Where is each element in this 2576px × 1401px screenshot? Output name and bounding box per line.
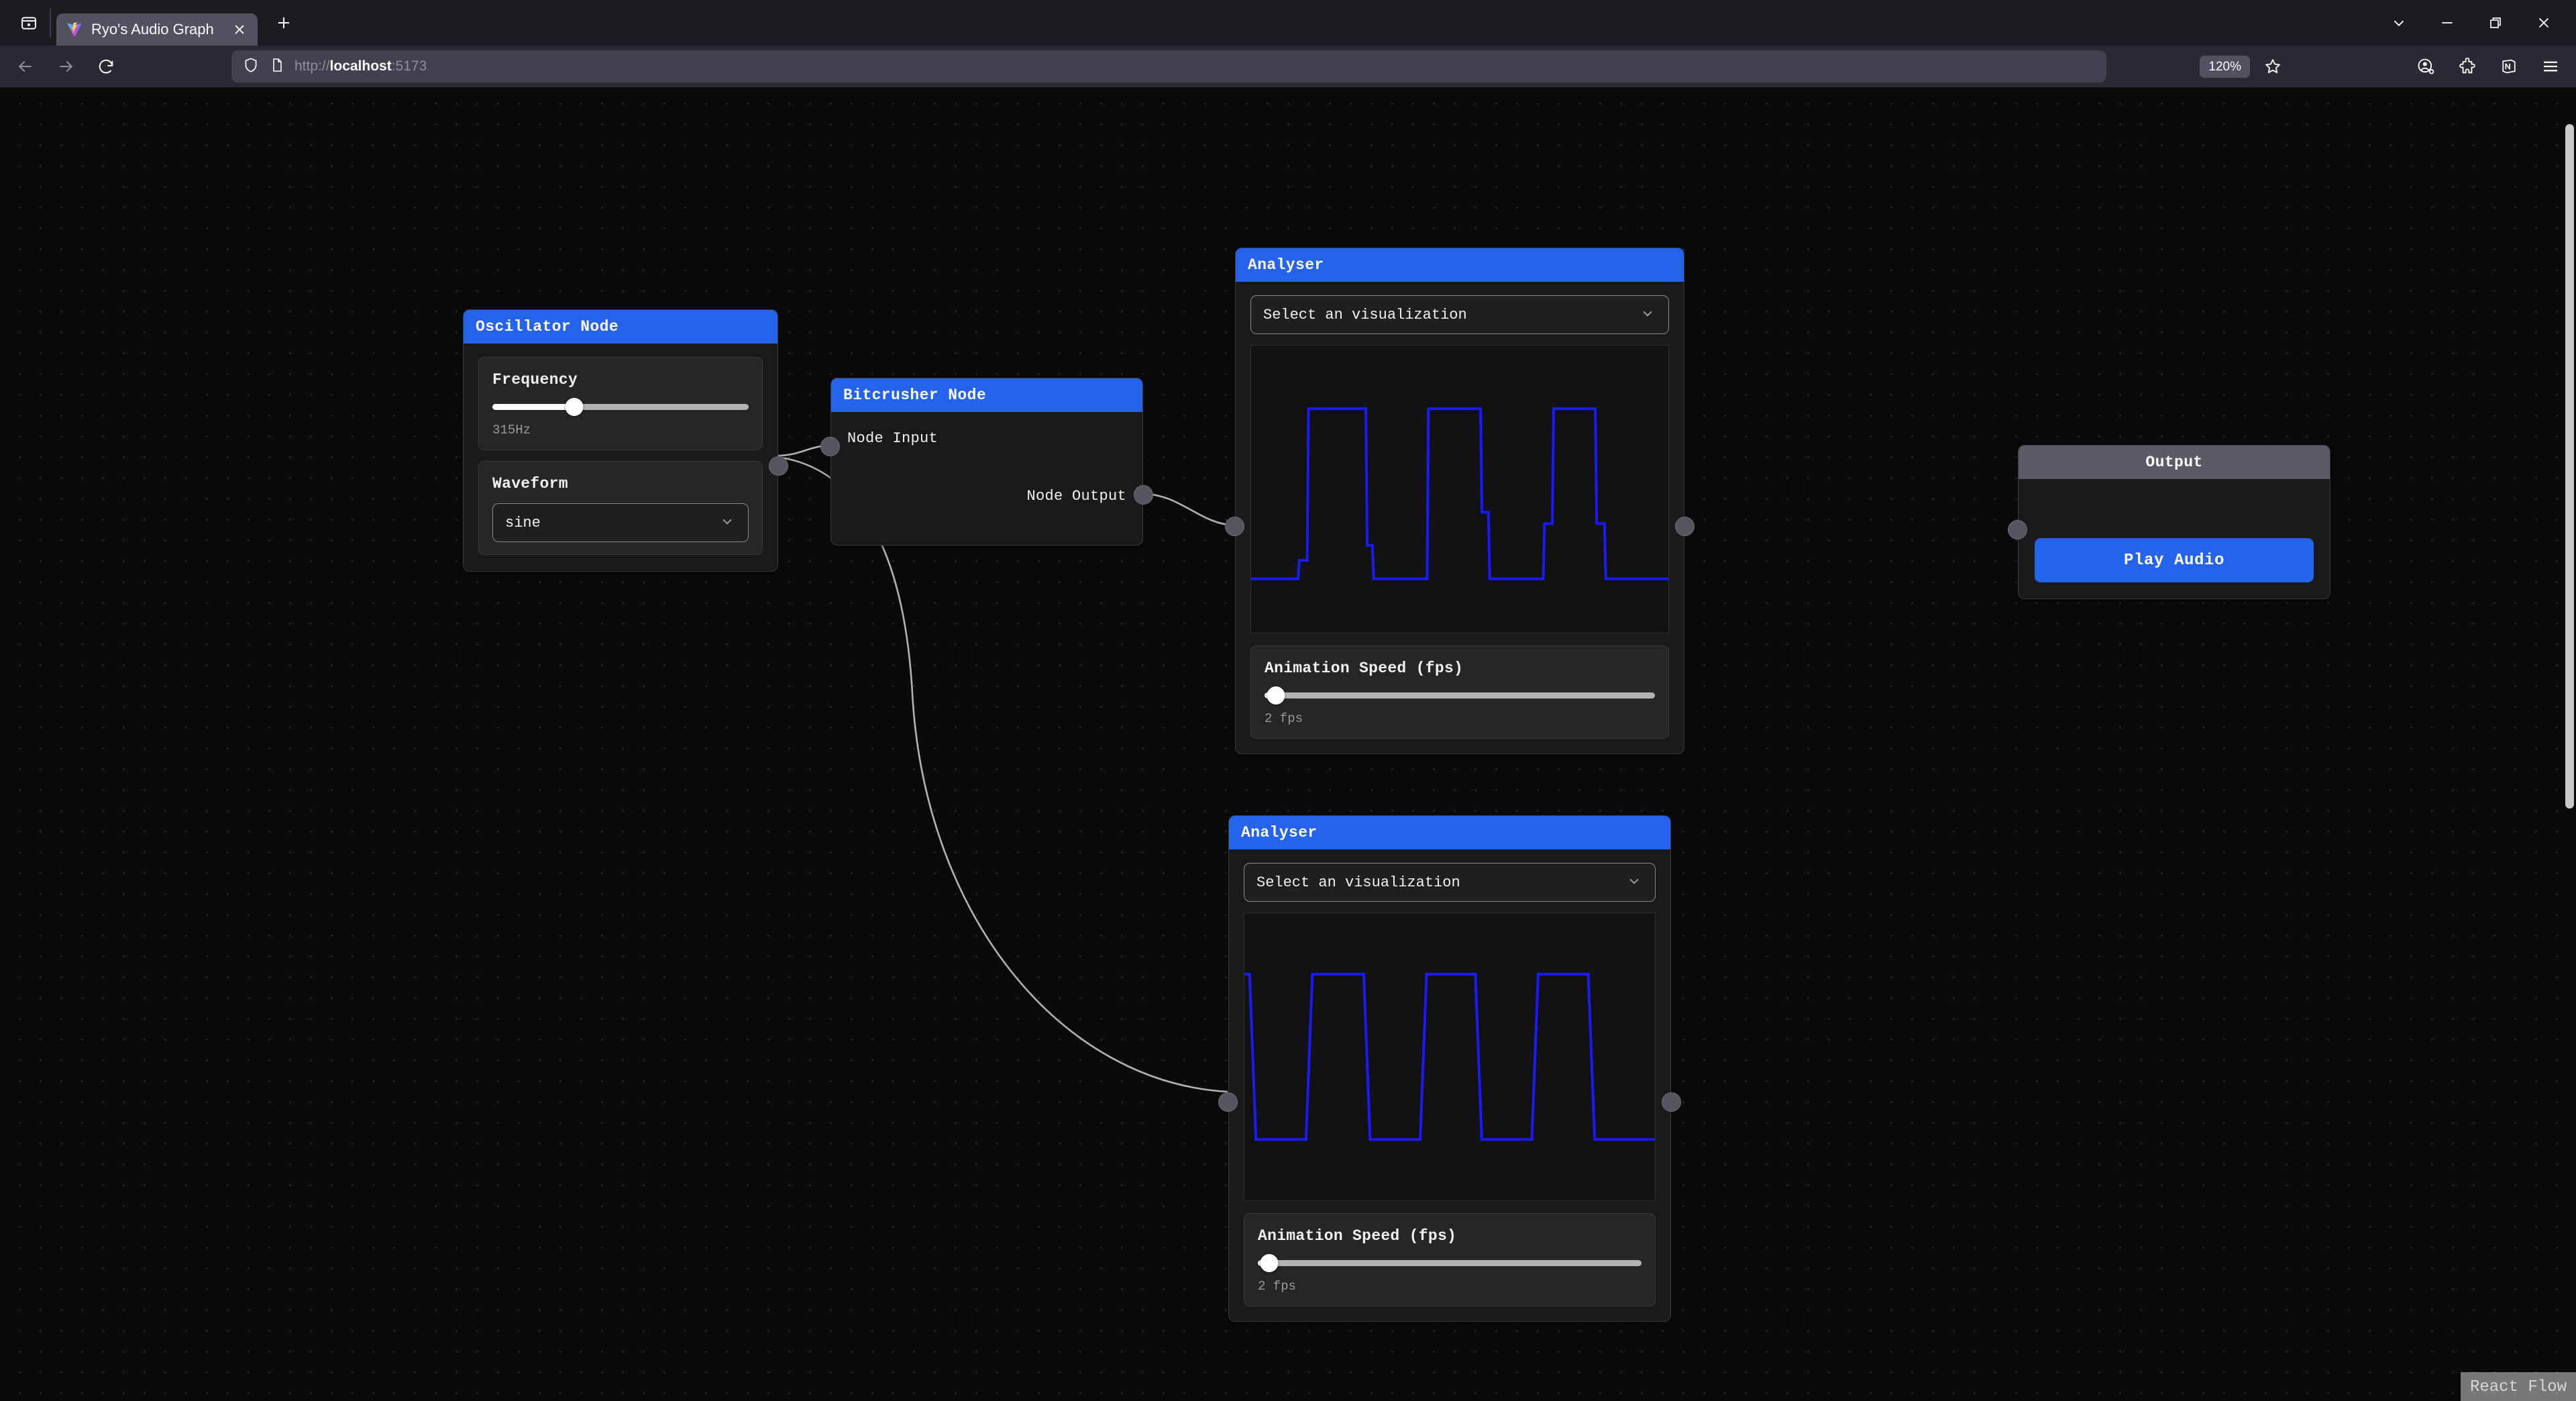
- page-scrollbar[interactable]: [2565, 124, 2574, 809]
- waveform-value: sine: [505, 514, 541, 531]
- window-close-icon[interactable]: [2521, 0, 2567, 46]
- analyser-2-output-handle[interactable]: [1662, 1092, 1681, 1112]
- analyser-1-title: Analyser: [1236, 248, 1684, 282]
- analyser-2-body: Select an visualization Animation Speed …: [1229, 849, 1670, 1321]
- visualization-placeholder-1: Select an visualization: [1263, 306, 1467, 323]
- animation-speed-param-2: Animation Speed (fps) 2 fps: [1244, 1213, 1656, 1306]
- animation-speed-label-2: Animation Speed (fps): [1258, 1227, 1457, 1245]
- forward-arrow-icon[interactable]: [47, 48, 85, 85]
- oscillator-node-title: Oscillator Node: [464, 310, 777, 344]
- minimize-icon[interactable]: [2424, 0, 2470, 46]
- bitcrusher-input-row: Node Input: [847, 427, 1126, 450]
- bitcrusher-node-body: Node Input Node Output: [831, 412, 1142, 522]
- star-icon[interactable]: [2254, 48, 2292, 85]
- shield-icon[interactable]: [242, 56, 260, 77]
- tab-divider: [50, 8, 51, 38]
- bitcrusher-node-title: Bitcrusher Node: [831, 378, 1142, 412]
- visualization-placeholder-2: Select an visualization: [1256, 874, 1460, 891]
- analyser-2-input-handle[interactable]: [1218, 1092, 1238, 1112]
- notion-extension-icon[interactable]: [2490, 48, 2528, 85]
- visualization-select-2[interactable]: Select an visualization: [1244, 863, 1656, 902]
- output-node[interactable]: Output Play Audio: [2008, 445, 2330, 599]
- chrome-divider: [0, 87, 2576, 89]
- bitcrusher-output-handle[interactable]: [1134, 485, 1153, 505]
- animation-speed-slider-1[interactable]: [1265, 686, 1655, 705]
- slider-track: [1265, 692, 1655, 698]
- slider-thumb[interactable]: [1260, 1253, 1279, 1272]
- vite-lightning-icon: [66, 21, 83, 38]
- account-icon[interactable]: [2407, 48, 2445, 85]
- waveform-param: Waveform sine: [478, 461, 763, 555]
- analyser-1-oscilloscope: [1250, 345, 1669, 633]
- chevron-down-icon[interactable]: [2376, 0, 2422, 46]
- bitcrusher-output-row: Node Output: [847, 484, 1126, 507]
- animation-speed-param-1: Animation Speed (fps) 2 fps: [1250, 645, 1669, 739]
- analyser-2-title: Analyser: [1229, 816, 1670, 849]
- animation-speed-label-1: Animation Speed (fps): [1265, 660, 1464, 677]
- output-input-handle[interactable]: [2008, 520, 2027, 539]
- firefox-view-icon[interactable]: [9, 3, 48, 42]
- animation-speed-value-2: 2 fps: [1258, 1279, 1297, 1294]
- hamburger-menu-icon[interactable]: [2532, 48, 2569, 85]
- frequency-label: Frequency: [492, 371, 578, 388]
- toolbar-right: 120%: [2200, 48, 2569, 85]
- react-flow-attribution[interactable]: React Flow: [2460, 1372, 2576, 1401]
- address-bar[interactable]: http://localhost:5173: [231, 50, 2106, 83]
- bitcrusher-input-handle[interactable]: [820, 437, 840, 456]
- frequency-value: 315Hz: [492, 423, 531, 437]
- reload-icon[interactable]: [87, 48, 125, 85]
- analyser-node-1[interactable]: Analyser Select an visualization Animati…: [1225, 248, 1695, 754]
- waveform-select[interactable]: sine: [492, 503, 749, 542]
- close-icon[interactable]: [231, 21, 248, 38]
- page-icon[interactable]: [269, 57, 285, 76]
- oscillator-output-handle[interactable]: [769, 456, 788, 476]
- frequency-param: Frequency 315Hz: [478, 357, 763, 450]
- slider-track: [492, 403, 749, 410]
- restore-icon[interactable]: [2473, 0, 2518, 46]
- back-arrow-icon[interactable]: [7, 48, 44, 85]
- slider-track: [1258, 1259, 1642, 1266]
- react-flow-canvas[interactable]: Oscillator Node Frequency 315Hz Waveform…: [0, 89, 2576, 1401]
- tab-title: Ryo's Audio Graph: [91, 21, 214, 38]
- animation-speed-slider-2[interactable]: [1258, 1253, 1642, 1272]
- animation-speed-value-1: 2 fps: [1265, 711, 1303, 726]
- slider-fill: [492, 403, 575, 410]
- oscillator-node[interactable]: Oscillator Node Frequency 315Hz Waveform…: [463, 309, 788, 572]
- output-node-title: Output: [2019, 446, 2330, 479]
- zoom-level-badge[interactable]: 120%: [2200, 55, 2250, 78]
- analyser-1-body: Select an visualization Animation Speed …: [1236, 282, 1684, 754]
- window-controls: [2376, 0, 2567, 46]
- analyser-2-oscilloscope: [1244, 913, 1656, 1201]
- browser-chrome: Ryo's Audio Graph: [0, 0, 2576, 89]
- play-audio-button[interactable]: Play Audio: [2035, 538, 2314, 582]
- new-tab-button[interactable]: [267, 6, 301, 40]
- node-output-label: Node Output: [1026, 487, 1126, 505]
- tab-strip: Ryo's Audio Graph: [0, 0, 2576, 46]
- extension-puzzle-icon[interactable]: [2449, 48, 2486, 85]
- node-input-label: Node Input: [847, 429, 938, 447]
- navigation-toolbar: http://localhost:5173 120%: [0, 46, 2576, 87]
- frequency-slider[interactable]: [492, 397, 749, 416]
- bitcrusher-node[interactable]: Bitcrusher Node Node Input Node Output: [820, 378, 1153, 546]
- slider-thumb[interactable]: [1267, 686, 1285, 705]
- output-node-body: Play Audio: [2019, 479, 2330, 599]
- chevron-down-icon: [1625, 872, 1643, 893]
- analyser-node-2[interactable]: Analyser Select an visualization Animati…: [1218, 815, 1681, 1322]
- chevron-down-icon: [1639, 305, 1656, 325]
- url-text: http://localhost:5173: [294, 58, 427, 74]
- chevron-down-icon: [718, 513, 736, 533]
- waveform-label: Waveform: [492, 475, 568, 492]
- visualization-select-1[interactable]: Select an visualization: [1250, 295, 1669, 334]
- oscillator-node-body: Frequency 315Hz Waveform sine: [464, 344, 777, 571]
- analyser-1-output-handle[interactable]: [1675, 517, 1695, 536]
- browser-tab[interactable]: Ryo's Audio Graph: [56, 13, 258, 46]
- slider-thumb[interactable]: [565, 397, 584, 416]
- analyser-1-input-handle[interactable]: [1225, 517, 1244, 536]
